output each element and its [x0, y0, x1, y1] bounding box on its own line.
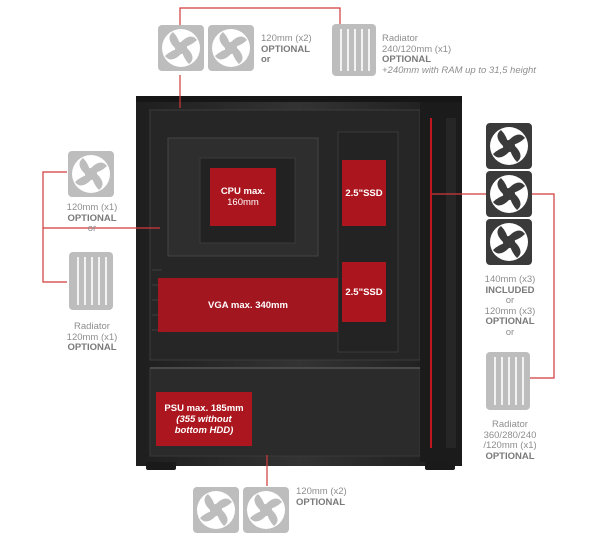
rear-fan-label: 120mm (x1) OPTIONAL or: [55, 202, 129, 235]
bottom-fan-group: [192, 486, 292, 539]
psu-clearance-line3: bottom HDD): [174, 424, 234, 436]
front-fan-group: [485, 122, 533, 271]
fan-icon: [208, 25, 254, 71]
front-fans-size-120: 120mm (x3): [484, 305, 536, 317]
front-leader-bracket: [530, 193, 555, 379]
top-radiator-label: Radiator 240/120mm (x1) OPTIONAL +240mm …: [382, 33, 536, 76]
vga-clearance-box: VGA max. 340mm: [158, 278, 338, 332]
ssd-top-box: 2.5"SSD: [342, 160, 386, 226]
leader-lines: [42, 7, 555, 486]
ssd-top-label: 2.5"SSD: [345, 187, 383, 199]
rear-fan-icon: [67, 150, 115, 203]
cpu-clearance-line2: 160mm: [227, 197, 259, 208]
top-fans-or: or: [261, 54, 271, 65]
front-radiator-label: Radiator 360/280/240 /120mm (x1) OPTIONA…: [466, 419, 554, 462]
front-radiator-title: Radiator: [492, 419, 528, 430]
psu-clearance-line1: PSU max. 185mm: [164, 402, 244, 414]
top-radiator-note: +240mm with RAM up to 31,5 height: [382, 64, 536, 76]
front-fans-or-2: or: [505, 326, 515, 338]
fan-icon: [243, 487, 289, 533]
rear-radiator-icon: [67, 252, 115, 315]
front-radiator-size-a: 360/280/240: [483, 429, 537, 441]
fan-icon: [486, 123, 532, 169]
fan-icon: [486, 171, 532, 217]
rear-fan-size: 120mm (x1): [66, 202, 118, 213]
top-radiator-size: 240/120mm (x1): [382, 43, 452, 55]
front-fans-size-140: 140mm (x3): [484, 274, 536, 285]
rear-radiator-optional: OPTIONAL: [67, 342, 117, 353]
top-radiator-title: Radiator: [382, 33, 418, 44]
cpu-clearance-line1: CPU max.: [220, 186, 266, 197]
front-radiator-optional: OPTIONAL: [485, 450, 535, 462]
top-fans-size: 120mm (x2): [261, 33, 312, 44]
top-radiator-icon: [330, 24, 378, 81]
psu-clearance-box: PSU max. 185mm (355 without bottom HDD): [156, 392, 252, 446]
front-radiator-icon: [484, 352, 532, 415]
front-radiator-size-b: /120mm (x1): [483, 440, 537, 451]
cpu-clearance-box: CPU max. 160mm: [210, 168, 276, 226]
fan-icon: [193, 487, 239, 533]
rear-fan-or: or: [87, 223, 97, 234]
rear-radiator-label: Radiator 120mm (x1) OPTIONAL: [52, 321, 132, 354]
front-fans-label: 140mm (x3) INCLUDED or 120mm (x3) OPTION…: [470, 274, 550, 338]
fan-icon: [486, 219, 532, 265]
rear-radiator-title: Radiator: [74, 321, 110, 332]
top-fans-optional: OPTIONAL: [261, 43, 311, 55]
ssd-bottom-label: 2.5"SSD: [345, 286, 383, 298]
front-fans-included: INCLUDED: [485, 284, 535, 296]
rear-fan-optional: OPTIONAL: [67, 212, 117, 224]
top-radiator-optional: OPTIONAL: [382, 54, 432, 65]
top-leader-bracket: [179, 7, 341, 40]
front-fans-or-1: or: [505, 295, 515, 306]
front-fans-optional: OPTIONAL: [485, 316, 535, 327]
bottom-fans-optional: OPTIONAL: [296, 496, 346, 508]
top-fan-group: [157, 24, 257, 81]
psu-clearance-line2: (355 without: [176, 413, 232, 425]
ssd-bottom-box: 2.5"SSD: [342, 262, 386, 322]
rear-leader-bracket: [42, 171, 67, 283]
bottom-fans-size: 120mm (x2): [296, 486, 347, 497]
bottom-fans-label: 120mm (x2) OPTIONAL: [296, 486, 347, 508]
case-foot-left: [146, 462, 176, 470]
top-fans-label: 120mm (x2) OPTIONAL or: [261, 33, 312, 66]
case-foot-right: [425, 462, 455, 470]
fan-icon: [158, 25, 204, 71]
rear-radiator-size: 120mm (x1): [66, 331, 118, 343]
vga-clearance-label: VGA max. 340mm: [208, 299, 288, 311]
